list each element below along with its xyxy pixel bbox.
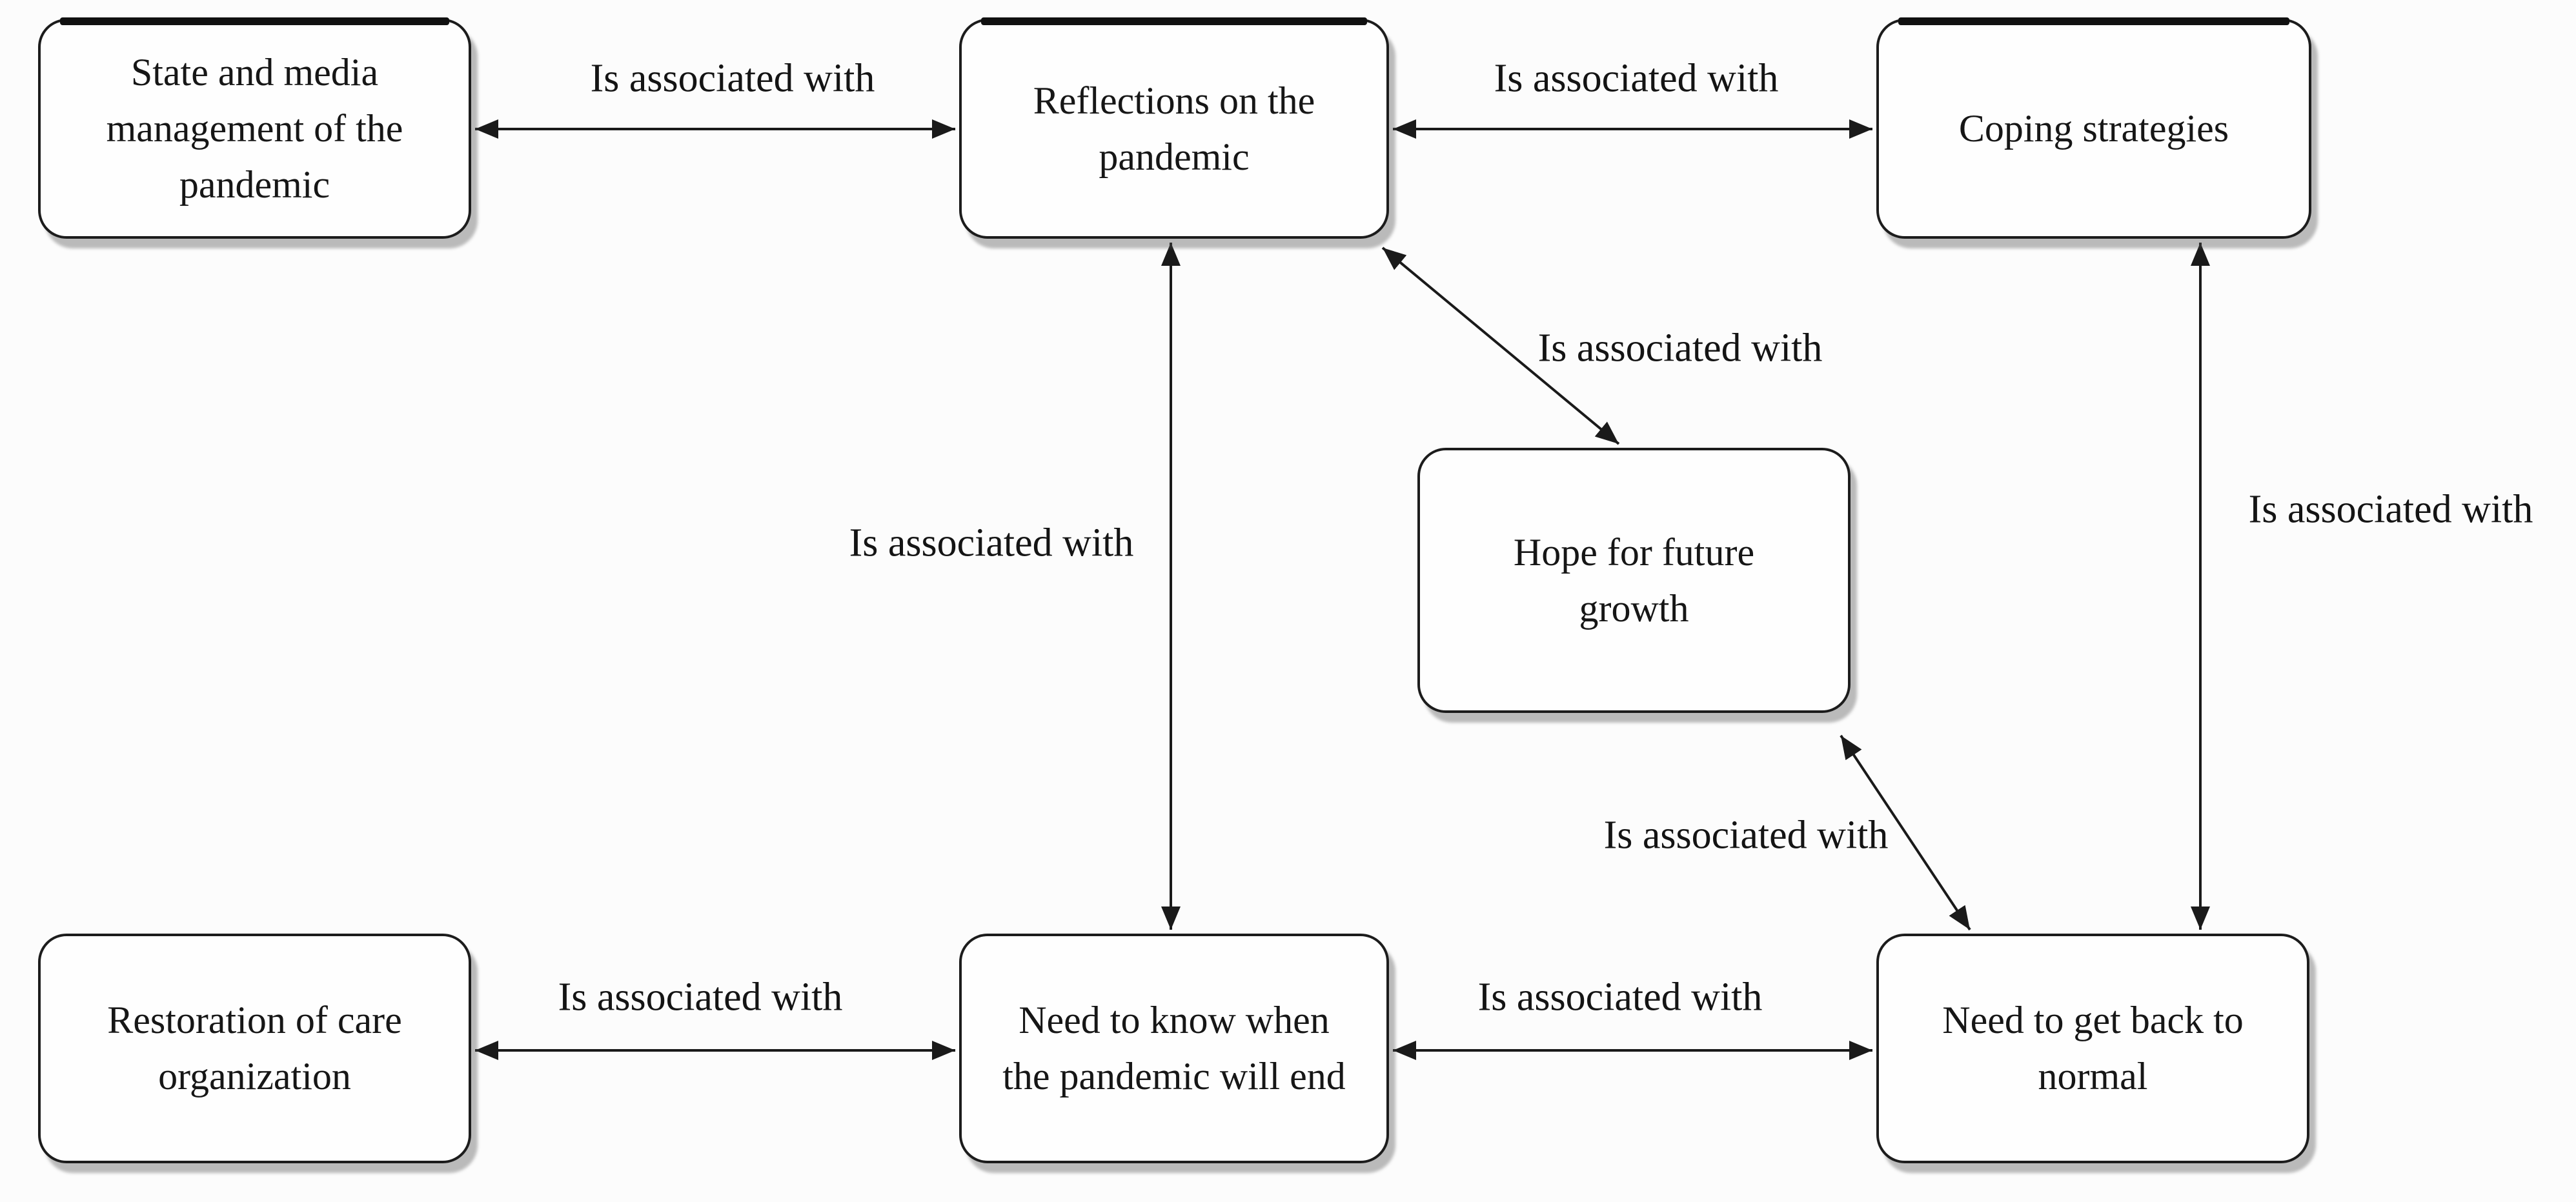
edge-label-restoration-need-know: Is associated with	[558, 975, 843, 1019]
edge-hope-need-back	[1840, 734, 1971, 931]
node-label: Need to know when the pandemic will end	[1002, 999, 1346, 1097]
node-need-to-know-when-end: Need to know when the pandemic will end	[959, 934, 1389, 1163]
edge-reflections-hope	[1381, 246, 1620, 445]
node-hope-for-future-growth: Hope for future growth	[1417, 448, 1851, 713]
node-reflections-on-pandemic: Reflections on the pandemic	[959, 17, 1389, 239]
edge-label-reflections-hope: Is associated with	[1537, 326, 1823, 370]
edge-label-coping-need-back: Is associated with	[2248, 487, 2533, 532]
node-coping-strategies: Coping strategies	[1876, 17, 2311, 239]
node-label: Coping strategies	[1958, 107, 2229, 150]
edge-label-state-media-reflections: Is associated with	[590, 56, 875, 101]
node-label: Hope for future growth	[1513, 530, 1755, 630]
node-need-to-get-back-normal: Need to get back to normal	[1876, 934, 2309, 1163]
edge-label-need-know-need-back: Is associated with	[1477, 975, 1763, 1019]
edge-label-hope-need-back: Is associated with	[1603, 813, 1889, 857]
node-label: State and media management of the pandem…	[106, 51, 403, 206]
edge-label-reflections-need-know: Is associated with	[849, 521, 1134, 565]
node-label: Restoration of care organization	[107, 999, 402, 1097]
node-label: Need to get back to normal	[1942, 999, 2244, 1097]
edge-label-reflections-coping: Is associated with	[1494, 56, 1779, 101]
node-state-media-management: State and media management of the pandem…	[38, 17, 471, 239]
node-label: Reflections on the pandemic	[1033, 79, 1315, 178]
node-restoration-of-care: Restoration of care organization	[38, 934, 471, 1163]
